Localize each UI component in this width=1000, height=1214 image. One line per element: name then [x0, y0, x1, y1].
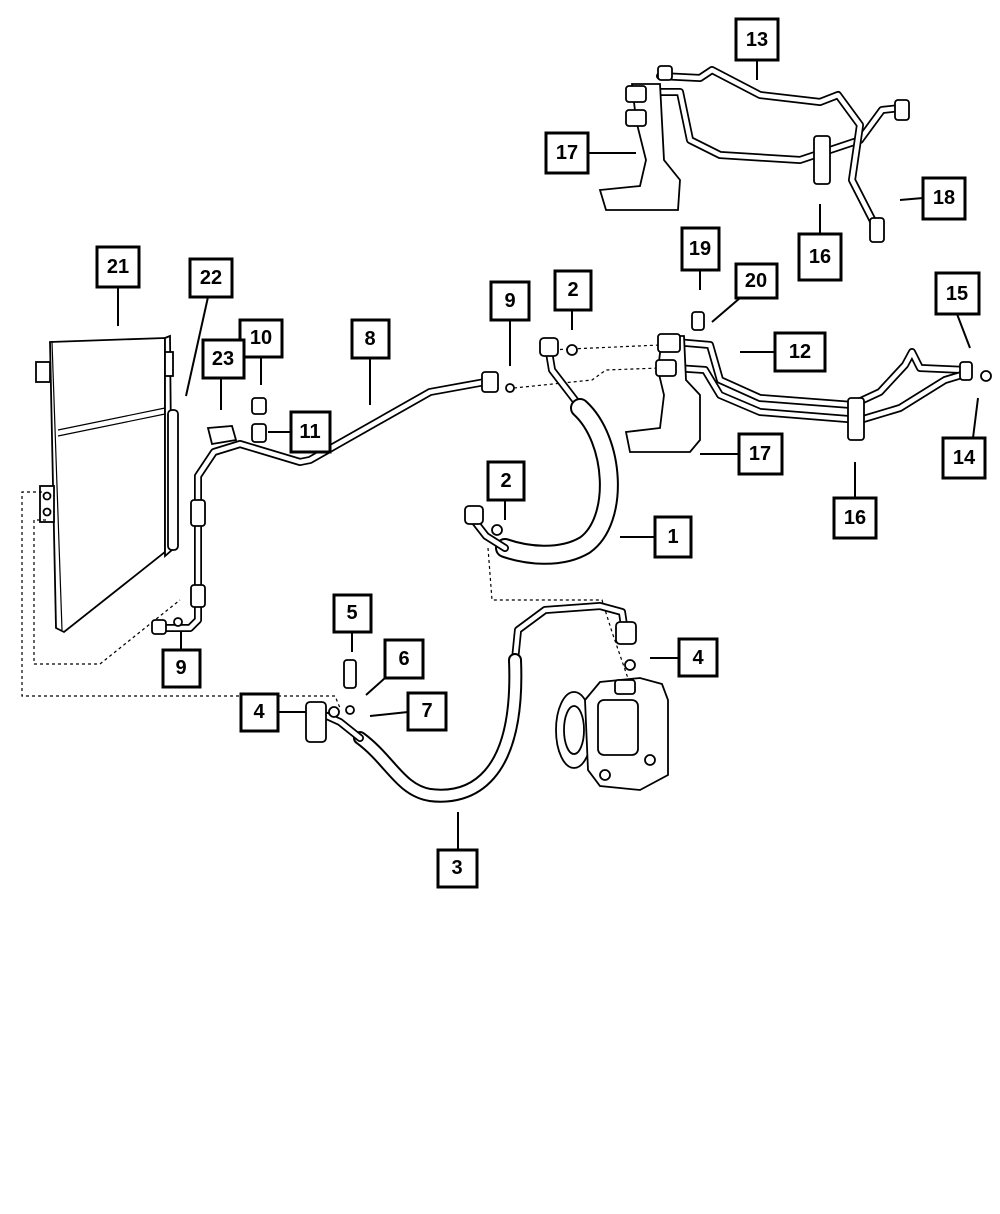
- svg-text:1: 1: [667, 526, 678, 548]
- callout-5: 5: [332, 593, 373, 634]
- svg-text:9: 9: [504, 290, 515, 312]
- evaporator-lines-upper: [598, 65, 910, 243]
- callout-14: 14: [941, 436, 987, 480]
- callout-4b: 4: [677, 637, 719, 678]
- callout-9b: 9: [161, 648, 202, 689]
- callout-19: 19: [680, 226, 721, 272]
- svg-text:3: 3: [451, 857, 462, 879]
- callout-6: 6: [383, 638, 425, 680]
- svg-text:4: 4: [692, 647, 704, 669]
- callout-17b: 17: [737, 432, 784, 476]
- svg-text:11: 11: [299, 421, 320, 443]
- svg-text:4: 4: [253, 701, 265, 723]
- condenser: [35, 334, 179, 634]
- svg-text:10: 10: [250, 327, 272, 349]
- callout-4a: 4: [239, 692, 280, 733]
- callout-1: 1: [653, 515, 693, 559]
- svg-text:2: 2: [500, 470, 511, 492]
- svg-text:5: 5: [346, 602, 357, 624]
- svg-text:21: 21: [107, 256, 129, 278]
- ac-compressor: [555, 677, 669, 791]
- svg-text:15: 15: [946, 283, 968, 305]
- callout-16b: 16: [797, 232, 843, 282]
- callout-22: 22: [188, 257, 234, 299]
- svg-text:14: 14: [953, 447, 976, 469]
- callout-17a: 17: [544, 131, 590, 175]
- callout-9a: 9: [489, 280, 531, 322]
- callout-23: 23: [201, 338, 246, 380]
- svg-text:8: 8: [364, 328, 375, 350]
- callout-21: 21: [95, 245, 141, 289]
- suction-hose: [464, 337, 619, 565]
- svg-text:17: 17: [749, 443, 771, 465]
- svg-text:6: 6: [398, 648, 409, 670]
- svg-text:23: 23: [212, 348, 234, 370]
- svg-text:12: 12: [789, 341, 811, 363]
- liquid-line: [151, 371, 515, 635]
- callout-2a: 2: [486, 460, 526, 502]
- callout-7: 7: [406, 691, 448, 732]
- svg-text:17: 17: [556, 142, 578, 164]
- svg-text:2: 2: [567, 279, 578, 301]
- svg-text:9: 9: [175, 657, 186, 679]
- callout-15: 15: [934, 271, 981, 316]
- svg-text:16: 16: [844, 507, 866, 529]
- svg-text:19: 19: [689, 238, 711, 260]
- callout-2b: 2: [553, 269, 593, 312]
- svg-text:18: 18: [933, 187, 955, 209]
- svg-text:16: 16: [809, 246, 831, 268]
- callout-11: 11: [289, 410, 332, 454]
- svg-text:22: 22: [200, 267, 222, 289]
- callout-20: 20: [734, 262, 779, 300]
- discharge-hose: [305, 602, 637, 803]
- callout-13: 13: [734, 17, 780, 62]
- dashed-assembly-lines: [21, 344, 661, 709]
- svg-text:20: 20: [745, 270, 767, 292]
- callout-10: 10: [238, 318, 284, 359]
- evaporator-lines: [624, 311, 992, 453]
- svg-text:13: 13: [746, 29, 768, 51]
- leader-lines: [117, 60, 979, 850]
- callout-12: 12: [773, 331, 827, 373]
- callout-3: 3: [436, 848, 479, 889]
- callout-16a: 16: [832, 496, 878, 540]
- svg-text:7: 7: [421, 700, 432, 722]
- callout-18: 18: [921, 176, 967, 221]
- callout-8: 8: [350, 318, 391, 360]
